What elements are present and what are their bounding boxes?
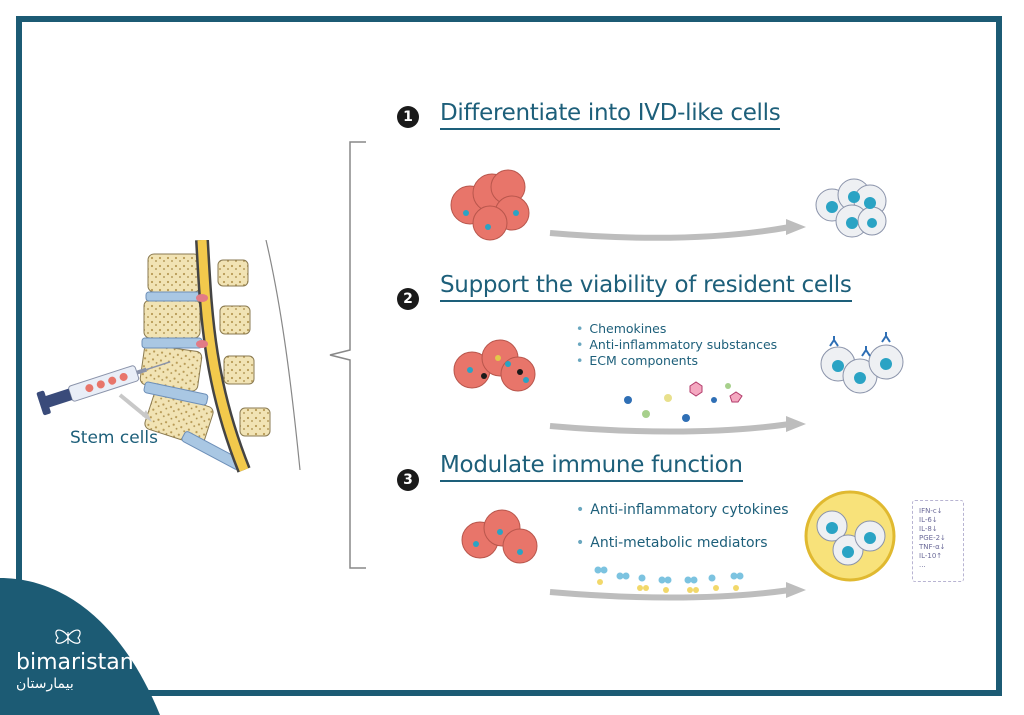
- step-1-heading: Differentiate into IVD-like cells: [440, 100, 781, 130]
- stem-cells-secreting: [453, 339, 536, 392]
- stem-cell-cluster: [450, 169, 530, 241]
- step-3-bullet-cytokines: •Anti-inflammatory cytokines: [576, 502, 789, 518]
- marker-tnf: TNF-α↓: [919, 543, 946, 551]
- marker-il10: IL-10↑: [919, 552, 943, 560]
- marker-more: ...: [919, 561, 926, 569]
- butterfly-icon: [55, 629, 81, 644]
- marker-il8: IL-8↓: [919, 525, 938, 533]
- ivd-like-cells: [815, 178, 887, 238]
- immune-cell-sphere: [804, 490, 896, 582]
- step-3-illustration: [461, 490, 896, 601]
- logo-name: bimaristan: [16, 650, 134, 675]
- step-2-heading: Support the viability of resident cells: [440, 272, 852, 302]
- step-2-bullet-anti-inflammatory: •Anti-inflammatory substances: [576, 337, 778, 352]
- stem-cells-label: Stem cells: [70, 428, 158, 448]
- logo-arabic: بيمارستان: [16, 676, 74, 692]
- step-1-illustration: [450, 169, 887, 241]
- step-2-number: 2: [397, 288, 419, 310]
- step-3-number: 3: [397, 469, 419, 491]
- marker-ifn: IFN-c↓: [919, 507, 943, 515]
- resident-cells: [820, 332, 904, 394]
- logo-background: [0, 578, 160, 715]
- step-3-heading: Modulate immune function: [440, 452, 743, 482]
- stem-cells-immune: [461, 509, 538, 564]
- immune-markers-box: IFN-c↓ IL-6↓ IL-8↓ PGE-2↓ TNF-α↓ IL-10↑ …: [912, 500, 964, 582]
- marker-il6: IL-6↓: [919, 516, 938, 524]
- step-2-bullet-chemokines: •Chemokines: [576, 321, 667, 336]
- step-2-bullet-ecm: •ECM components: [576, 353, 698, 368]
- cytokine-particles: [594, 566, 744, 593]
- marker-pge2: PGE-2↓: [919, 534, 946, 542]
- step-3-bullet-mediators: •Anti-metabolic mediators: [576, 535, 768, 551]
- secreted-factors: [624, 381, 743, 422]
- spine-illustration: [36, 240, 301, 473]
- brace: [329, 141, 366, 569]
- step-2-illustration: [453, 332, 904, 435]
- step-1-number: 1: [397, 106, 419, 128]
